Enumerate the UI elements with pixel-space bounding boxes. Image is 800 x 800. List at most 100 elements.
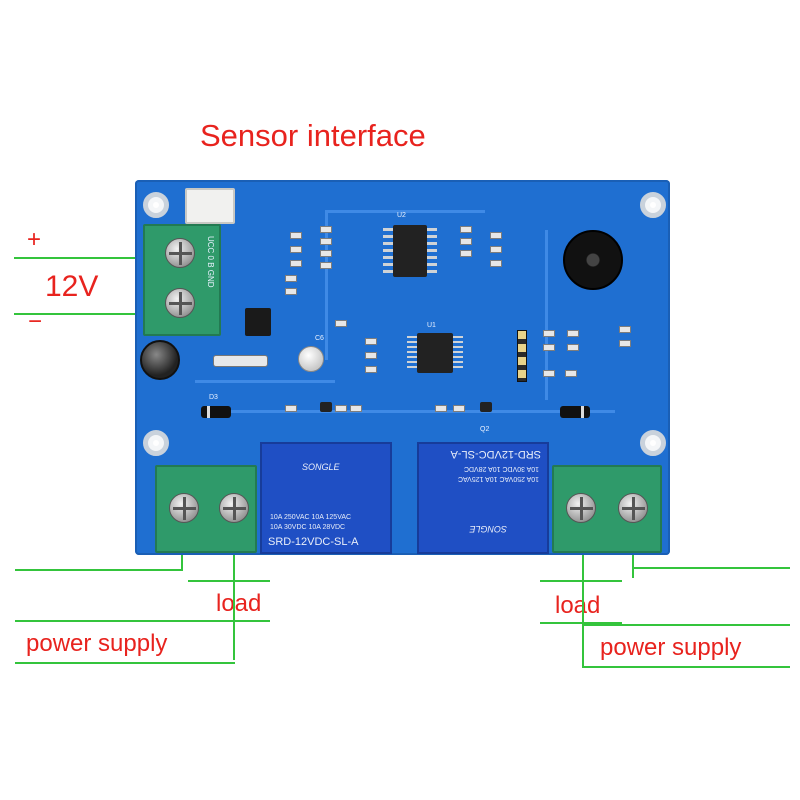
relay1-terminal-screw-2[interactable] (219, 493, 249, 523)
smd-component (460, 250, 472, 257)
wire-right-load-bracket-bottom (540, 622, 622, 624)
relay-2-rating-1: 10A 250VAC 10A 125VAC (457, 475, 539, 482)
relay-1-brand: SONGLE (302, 462, 340, 472)
wire-right-terminal-2-right (632, 567, 790, 569)
smd-component (320, 262, 332, 269)
diode-d5 (560, 406, 590, 418)
silk-d3: D3 (209, 394, 218, 401)
smd-component (490, 246, 502, 253)
wire-right-power-supply-bottom (584, 666, 790, 668)
power-terminal-block[interactable] (143, 224, 221, 336)
smd-component (460, 226, 472, 233)
pcb-trace (325, 210, 328, 360)
smd-component (335, 405, 347, 412)
buzzer (563, 230, 623, 290)
smd-component (490, 260, 502, 267)
smd-component (453, 405, 465, 412)
ic-u1 (417, 333, 453, 373)
pcb-trace (195, 380, 335, 383)
ic-u1-pins (453, 336, 463, 370)
ic-u2-pins (427, 228, 437, 274)
wire-left-power-supply (15, 620, 235, 622)
plus-label: + (27, 226, 42, 253)
relay1-terminal-screw-1[interactable] (169, 493, 199, 523)
header-pins[interactable] (517, 330, 527, 382)
sensor-connector[interactable] (185, 188, 235, 224)
transistor-q2 (480, 402, 492, 412)
smd-component (350, 405, 362, 412)
wire-left-terminal-1-down (181, 540, 183, 570)
smd-component (567, 330, 579, 337)
load-right-label: load (555, 592, 601, 619)
power-terminal-screw-minus[interactable] (165, 288, 195, 318)
relay2-terminal-block[interactable] (552, 465, 662, 553)
wire-right-terminal-1-down (582, 540, 584, 668)
voltage-regulator (245, 308, 271, 336)
relay-1-rating-2: 10A 30VDC 10A 28VDC (270, 524, 346, 531)
smd-component (290, 246, 302, 253)
smd-component (460, 238, 472, 245)
pcb-trace (325, 210, 485, 213)
transistor-q1 (320, 402, 332, 412)
pcb-board: UCC 0 B GND C6 U2 U1 D3 Q2 (135, 180, 670, 555)
relay-2-model: SRD-12VDC-SL-A (450, 448, 541, 460)
relay-2: SONGLE 10A 250VAC 10A 125VAC 10A 30VDC 1… (417, 442, 549, 554)
silk-vcc-gnd: UCC 0 B GND (206, 236, 215, 288)
smd-component (490, 232, 502, 239)
minus-label: − (28, 308, 43, 335)
silk-c6: C6 (315, 335, 324, 342)
smd-component (565, 370, 577, 377)
smd-component (619, 326, 631, 333)
smd-component (320, 250, 332, 257)
capacitor-c6 (298, 346, 324, 372)
mounting-hole-mid-right (640, 430, 666, 456)
smd-component (320, 238, 332, 245)
relay-1-model: SRD-12VDC-SL-A (268, 536, 359, 548)
pcb-trace (215, 410, 615, 413)
relay-2-rating-2: 10A 30VDC 10A 28VDC (463, 465, 539, 472)
wire-right-power-supply (584, 624, 790, 626)
smd-component (567, 344, 579, 351)
diode-d3 (201, 406, 231, 418)
silk-q2: Q2 (480, 426, 490, 433)
relay-1-rating-1: 10A 250VAC 10A 125VAC (270, 514, 352, 521)
power-supply-right-label: power supply (600, 634, 742, 661)
wire-12v-plus (14, 257, 149, 259)
smd-component (285, 288, 297, 295)
electrolytic-capacitor (140, 340, 180, 380)
smd-component (285, 405, 297, 412)
wire-left-terminal-1-left (15, 569, 183, 571)
ic-u2 (393, 225, 427, 277)
power-supply-left-label: power supply (26, 630, 168, 657)
resistor (213, 355, 268, 367)
relay2-terminal-screw-2[interactable] (618, 493, 648, 523)
ic-u1-pins (407, 336, 417, 370)
relay-1: SONGLE 10A 250VAC 10A 125VAC 10A 30VDC 1… (260, 442, 392, 554)
sensor-interface-label: Sensor interface (200, 118, 426, 153)
wire-left-load-bracket (188, 580, 270, 582)
mounting-hole-top-right (640, 192, 666, 218)
power-terminal-screw-plus[interactable] (165, 238, 195, 268)
smd-component (619, 340, 631, 347)
ic-u2-pins (383, 228, 393, 274)
smd-component (290, 232, 302, 239)
voltage-label: 12V (45, 270, 99, 303)
smd-component (290, 260, 302, 267)
mounting-hole-top-left (143, 192, 169, 218)
smd-component (543, 330, 555, 337)
wire-right-terminal-2-down (632, 540, 634, 578)
smd-component (365, 352, 377, 359)
load-left-label: load (216, 590, 262, 617)
smd-component (543, 370, 555, 377)
relay1-terminal-block[interactable] (155, 465, 257, 553)
silk-u2: U2 (397, 212, 406, 219)
relay2-terminal-screw-1[interactable] (566, 493, 596, 523)
silk-u1: U1 (427, 322, 436, 329)
pcb-trace (545, 230, 548, 400)
wire-left-terminal-2-down (233, 540, 235, 660)
wire-left-power-supply-bottom (15, 662, 235, 664)
smd-component (543, 344, 555, 351)
wire-right-load-bracket (540, 580, 622, 582)
relay-2-brand: SONGLE (469, 524, 507, 534)
smd-component (320, 226, 332, 233)
